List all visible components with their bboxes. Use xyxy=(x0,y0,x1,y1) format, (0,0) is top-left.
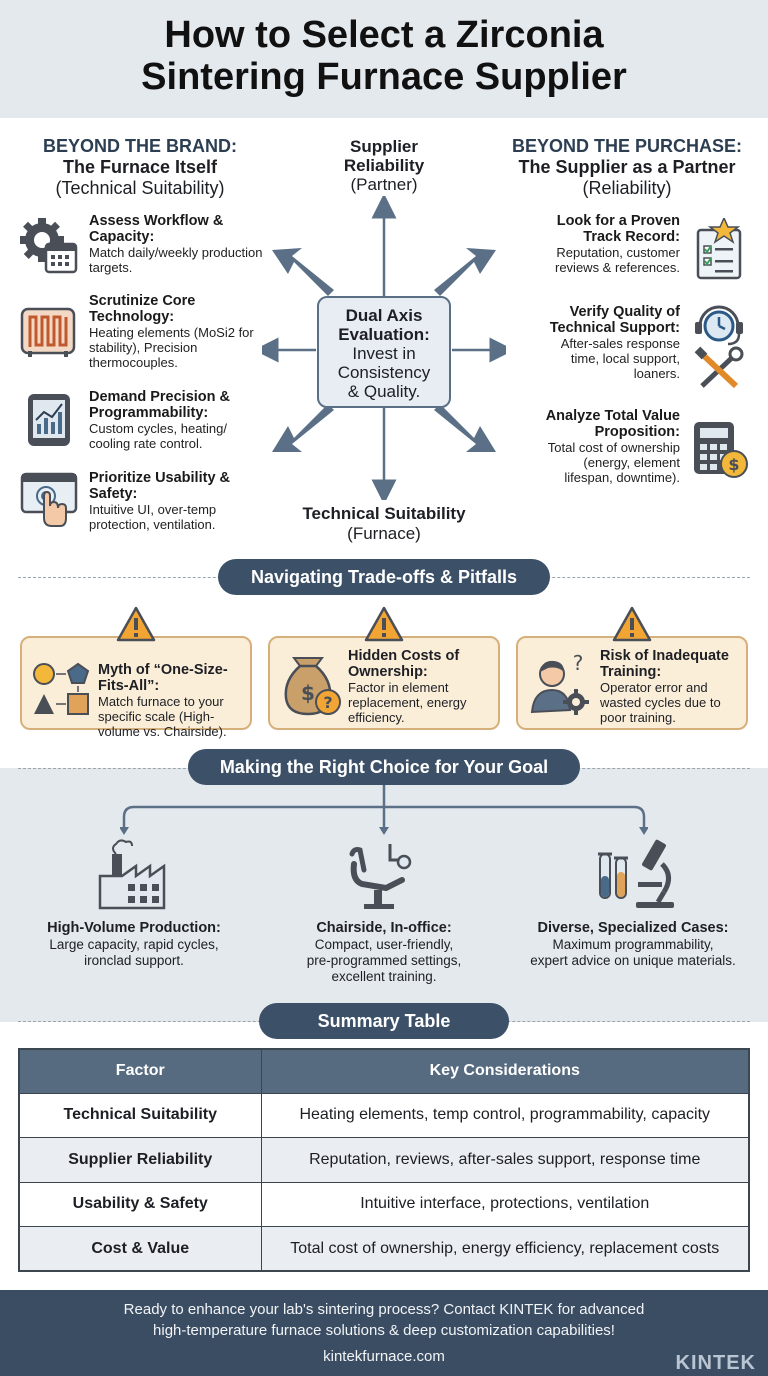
pitfall-card-training: Risk of Inadequate Training: Operator er… xyxy=(516,636,748,730)
gear-calendar-icon xyxy=(18,214,80,276)
table-cell-considerations: Intuitive interface, protections, ventil… xyxy=(260,1181,750,1227)
goals-connector xyxy=(120,785,648,835)
table-row: Cost & Value Total cost of ownership, en… xyxy=(18,1226,750,1272)
pitfall-card-one-size: Myth of “One-Size-Fits-All”: Match furna… xyxy=(20,636,252,739)
table-header-row: Factor Key Considerations xyxy=(18,1048,750,1094)
column-header-considerations: Key Considerations xyxy=(260,1048,750,1094)
warning-icon xyxy=(364,606,404,642)
dental-chair-icon xyxy=(346,840,418,912)
supplier-reliability-label: Supplier Reliability (Partner) xyxy=(343,137,425,194)
touch-screen-icon xyxy=(20,470,78,528)
factory-icon xyxy=(96,838,172,910)
tradeoffs-heading: Navigating Trade-offs & Pitfalls xyxy=(218,559,550,595)
pitfall-card-hidden-costs: Hidden Costs of Ownership: Factor in ele… xyxy=(268,636,500,730)
goal-specialized: Diverse, Specialized Cases: Maximum prog… xyxy=(530,920,736,968)
summary-table: Factor Key Considerations Technical Suit… xyxy=(18,1048,750,1272)
shapes-icon xyxy=(30,660,94,718)
warning-icon xyxy=(612,606,652,642)
left-item-core-technology: Scrutinize Core Technology: Heating elem… xyxy=(89,293,254,370)
table-cell-factor: Supplier Reliability xyxy=(18,1137,262,1183)
table-cell-factor: Technical Suitability xyxy=(18,1092,262,1138)
dual-axis-arrows xyxy=(262,196,506,500)
table-row: Usability & Safety Intuitive interface, … xyxy=(18,1181,750,1227)
svg-text:$: $ xyxy=(728,455,739,474)
left-item-usability: Prioritize Usability & Safety: Intuitive… xyxy=(89,470,231,532)
technical-suitability-label: Technical Suitability (Furnace) xyxy=(302,504,466,543)
table-cell-considerations: Heating elements, temp control, programm… xyxy=(260,1092,750,1138)
kintek-logo: KINTEK xyxy=(675,1352,756,1374)
svg-text:?: ? xyxy=(573,652,584,675)
calculator-coin-icon: $ xyxy=(692,420,748,480)
confused-person-icon: ? xyxy=(528,651,594,718)
footer-cta-line1: Ready to enhance your lab's sintering pr… xyxy=(123,1301,645,1318)
svg-text:$: $ xyxy=(301,681,315,705)
headset-wrench-icon xyxy=(692,300,746,392)
left-item-programmability: Demand Precision & Programmability: Cust… xyxy=(89,389,231,451)
footer-cta-line2: high-temperature furnace solutions & dee… xyxy=(153,1322,615,1339)
dual-axis-box: Dual Axis Evaluation: Invest in Consiste… xyxy=(317,296,451,408)
svg-text:?: ? xyxy=(323,693,332,712)
checklist-star-icon xyxy=(694,216,744,280)
table-cell-considerations: Total cost of ownership, energy efficien… xyxy=(260,1226,750,1272)
footer-url-link[interactable]: kintekfurnace.com xyxy=(323,1348,445,1365)
heating-element-icon xyxy=(20,303,76,359)
right-column-heading: BEYOND THE PURCHASE: The Supplier as a P… xyxy=(511,136,743,198)
page-title: How to Select a Zirconia Sintering Furna… xyxy=(141,14,627,98)
goal-chairside: Chairside, In-office: Compact, user-frie… xyxy=(306,920,462,984)
table-cell-considerations: Reputation, reviews, after-sales support… xyxy=(260,1137,750,1183)
table-row: Technical Suitability Heating elements, … xyxy=(18,1092,750,1138)
table-cell-factor: Usability & Safety xyxy=(18,1181,262,1227)
tablet-chart-icon xyxy=(26,392,72,448)
table-row: Supplier Reliability Reputation, reviews… xyxy=(18,1137,750,1183)
warning-icon xyxy=(116,606,156,642)
left-item-workflow: Assess Workflow & Capacity: Match daily/… xyxy=(89,213,263,275)
money-bag-icon: $ ? xyxy=(282,654,342,718)
microscope-icon xyxy=(596,838,678,912)
goals-heading: Making the Right Choice for Your Goal xyxy=(188,749,580,785)
right-item-track-record: Look for a Proven Track Record: Reputati… xyxy=(555,213,680,275)
goal-high-volume: High-Volume Production: Large capacity, … xyxy=(47,920,221,968)
right-item-total-value: Analyze Total Value Proposition: Total c… xyxy=(545,408,680,485)
left-column-heading: BEYOND THE BRAND: The Furnace Itself (Te… xyxy=(42,136,237,198)
summary-heading: Summary Table xyxy=(259,1003,509,1039)
header-band xyxy=(0,0,768,118)
footer-band xyxy=(0,1290,768,1376)
table-cell-factor: Cost & Value xyxy=(18,1226,262,1272)
right-item-technical-support: Verify Quality of Technical Support: Aft… xyxy=(549,304,680,381)
column-header-factor: Factor xyxy=(18,1048,262,1094)
